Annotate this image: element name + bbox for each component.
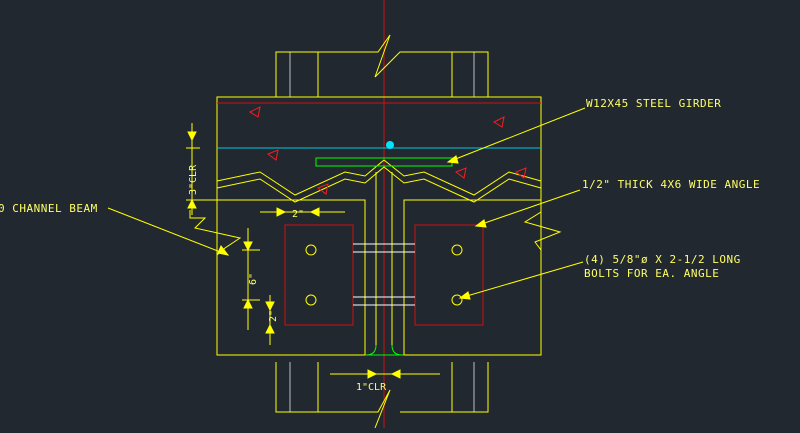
bolt-lines (353, 243, 415, 306)
lower-column (275, 362, 489, 429)
angle-right (414, 224, 484, 326)
angle-left (284, 224, 354, 326)
bottom-clear-dim: 1"CLR (356, 382, 387, 393)
channel-label: 0 CHANNEL BEAM (0, 202, 98, 215)
leader-lines (107, 107, 586, 300)
dimension-lines (186, 123, 440, 379)
angle-label: 1/2" THICK 4X6 WIDE ANGLE (582, 178, 760, 191)
channel-beams (189, 199, 562, 356)
girder-slab (216, 96, 542, 356)
bolt-gauge-dim: 2" (292, 209, 304, 220)
section-hatch (248, 106, 527, 195)
vertical-spacing-dim: 6" (248, 273, 259, 285)
upper-column (275, 34, 489, 97)
snap-point (386, 141, 394, 149)
edge-distance-dim: 2" (268, 310, 279, 322)
top-clear-dim: 3"CLR (188, 164, 199, 195)
bolts-label-line2: BOLTS FOR EA. ANGLE (584, 267, 719, 280)
bolt-holes (305, 244, 463, 306)
bolts-label-line1: (4) 5/8"ø X 2-1/2 LONG (584, 253, 741, 266)
girder-label: W12X45 STEEL GIRDER (586, 97, 721, 110)
